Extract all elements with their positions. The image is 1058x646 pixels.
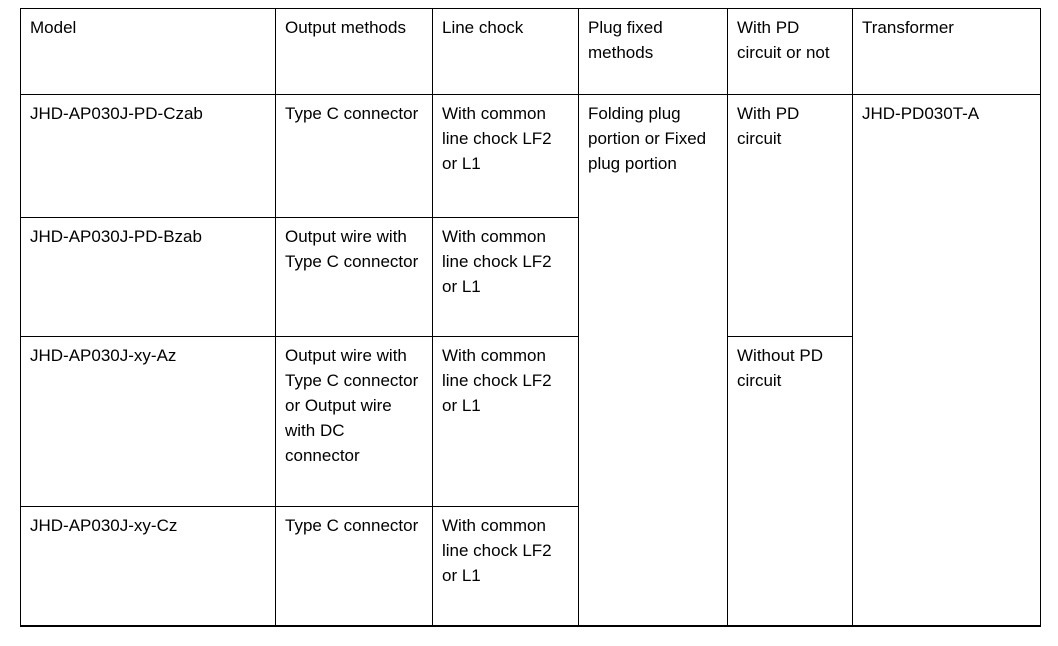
column-header-line-chock: Line chock xyxy=(432,8,579,95)
cell-model: JHD-AP030J-PD-Bzab xyxy=(20,217,276,337)
table-header-row: Model Output methods Line chock Plug fix… xyxy=(20,8,1041,95)
cell-line-chock: With common line chock LF2 or L1 xyxy=(432,217,579,337)
column-header-model: Model xyxy=(20,8,276,95)
table-row: JHD-AP030J-PD-Czab Type C connector With… xyxy=(20,94,1041,627)
cell-output-methods: Output wire with Type C connector xyxy=(275,217,433,337)
column-header-transformer: Transformer xyxy=(852,8,1041,95)
cell-output-methods: Type C connector xyxy=(275,94,433,218)
column-header-plug-fixed-methods: Plug fixed methods xyxy=(578,8,728,95)
cell-line-chock: With common line chock LF2 or L1 xyxy=(432,94,579,218)
cell-model: JHD-AP030J-xy-Az xyxy=(20,336,276,507)
cell-pd-circuit-without: Without PD circuit xyxy=(727,336,853,627)
cell-plug-fixed-methods-merged: Folding plug portion or Fixed plug porti… xyxy=(578,94,728,627)
product-model-specification-table: Model Output methods Line chock Plug fix… xyxy=(20,8,1041,627)
cell-model: JHD-AP030J-PD-Czab xyxy=(20,94,276,218)
cell-line-chock: With common line chock LF2 or L1 xyxy=(432,506,579,627)
table-row: JHD-AP030J-xy-Cz Type C connector With c… xyxy=(20,506,1041,627)
cell-transformer-merged: JHD-PD030T-A xyxy=(852,94,1041,627)
column-header-output-methods: Output methods xyxy=(275,8,433,95)
table-row: JHD-AP030J-xy-Az Output wire with Type C… xyxy=(20,336,1041,627)
cell-pd-circuit-with: With PD circuit xyxy=(727,94,853,337)
cell-model: JHD-AP030J-xy-Cz xyxy=(20,506,276,627)
cell-output-methods: Type C connector xyxy=(275,506,433,627)
cell-line-chock: With common line chock LF2 or L1 xyxy=(432,336,579,507)
cell-output-methods: Output wire with Type C connector or Out… xyxy=(275,336,433,507)
table-row: JHD-AP030J-PD-Bzab Output wire with Type… xyxy=(20,217,1041,337)
spec-table-container: Model Output methods Line chock Plug fix… xyxy=(20,8,1041,627)
column-header-pd-circuit: With PD circuit or not xyxy=(727,8,853,95)
